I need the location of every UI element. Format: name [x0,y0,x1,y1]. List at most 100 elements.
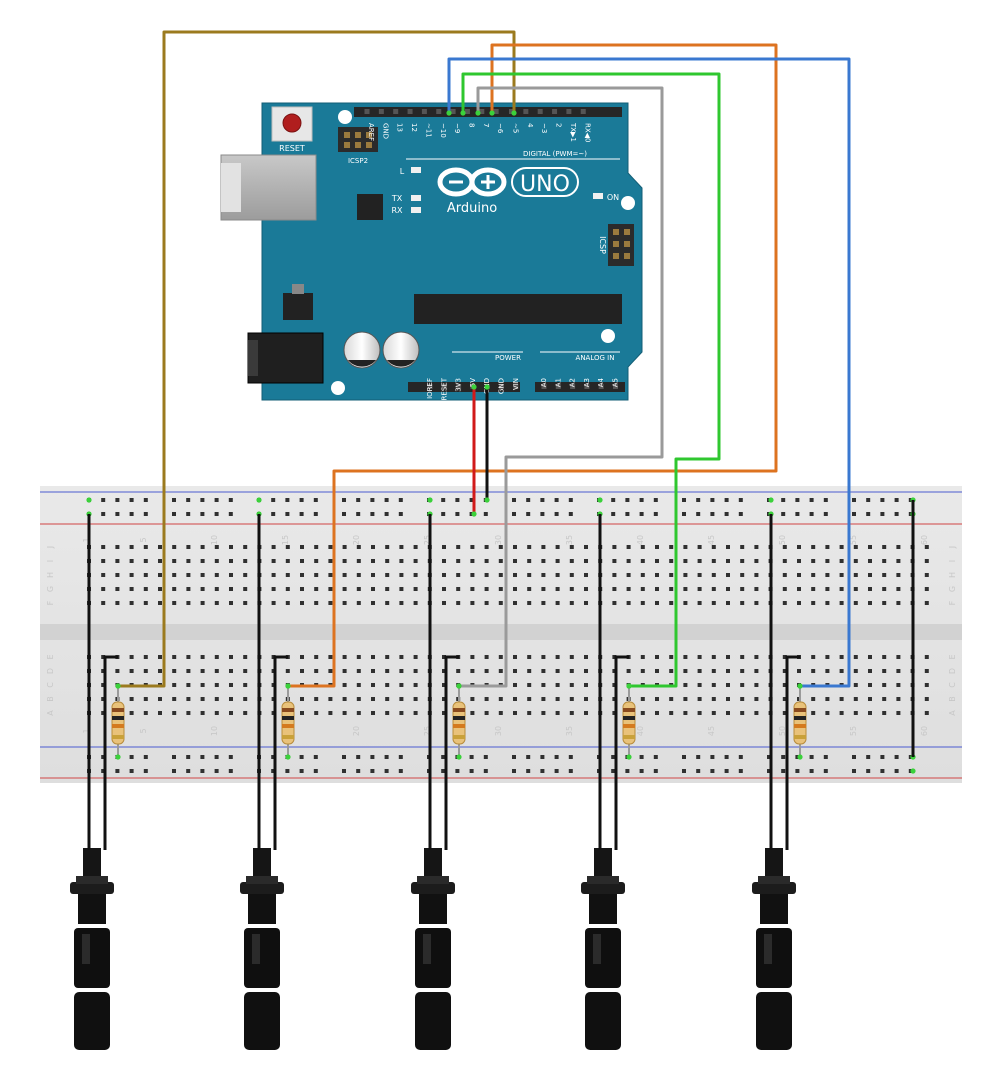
digital-pin[interactable] [493,109,499,114]
breadboard-hole [853,559,858,563]
power-pin[interactable] [513,384,519,389]
breadboard-hole [825,711,830,715]
rail-hole [781,512,786,516]
breadboard-hole [328,697,333,701]
breadboard-hole [924,559,929,563]
digital-pin[interactable] [537,109,543,114]
power-pin[interactable] [456,384,462,389]
rail-hole [455,498,460,502]
connected-hole [910,768,916,774]
rail-hole [285,498,290,502]
breadboard-hole [356,559,361,563]
breadboard-hole [626,601,631,605]
rail-hole [639,512,644,516]
digital-pin-label: 4 [526,123,534,128]
breadboard-hole [541,573,546,577]
breadboard-hole [413,669,418,673]
digital-pin-label: RX◀0 [583,123,591,143]
rail-hole [894,512,899,516]
breadboard-hole [797,573,801,577]
breadboard-hole [186,711,191,715]
breadboard-hole [285,573,290,577]
breadboard-hole [470,545,475,549]
breadboard-hole [697,669,702,673]
breadboard-hole [229,559,233,563]
analog-pin[interactable] [570,384,576,389]
digital-pin[interactable] [479,109,485,114]
icsp2-pin [344,142,350,148]
breadboard-hole [470,697,475,701]
digital-pin[interactable] [378,109,384,114]
rail-hole [554,512,559,516]
breadboard-hole [853,697,858,701]
rail-hole [738,769,743,773]
digital-pin[interactable] [421,109,427,114]
digital-pin[interactable] [436,109,442,114]
breadboard-hole [200,683,205,687]
breadboard-hole [101,601,106,605]
rail-hole [795,769,800,773]
breadboard-hole [314,559,319,563]
column-number: 25 [423,726,432,736]
digital-pin[interactable] [552,109,558,114]
breadboard-hole [697,711,702,715]
digital-pin[interactable] [364,109,370,114]
digital-pin[interactable] [523,109,529,114]
breadboard-hole [825,545,830,549]
rail-hole [228,769,233,773]
digital-pin[interactable] [566,109,572,114]
digital-pin[interactable] [407,109,413,114]
rail-hole [483,755,488,759]
breadboard-hole [726,697,730,701]
breadboard-hole [853,669,858,673]
float-sensors [70,848,796,1050]
breadboard-hole [683,669,688,673]
digital-pin[interactable] [464,109,470,114]
rail-hole [682,755,686,759]
breadboard-hole [143,573,148,577]
power-pin[interactable] [499,384,504,389]
analog-pin[interactable] [541,384,547,389]
rail-hole [852,769,856,773]
breadboard-hole [754,587,759,591]
breadboard-hole [498,697,503,701]
power-pin[interactable] [427,384,433,389]
breadboard-hole [129,601,134,605]
rail-hole [866,498,871,502]
icsp2-pin [355,132,361,138]
breadboard-hole [825,669,830,673]
breadboard-hole [513,559,517,563]
rail-hole [639,755,644,759]
breadboard-hole [456,601,461,605]
breadboard-hole [385,559,390,563]
rail-hole [356,512,361,516]
digital-pin[interactable] [393,109,399,114]
digital-pin-label: GND [381,123,389,139]
breadboard-hole [470,573,475,577]
uno-label: UNO [520,172,570,197]
power-pin[interactable] [441,384,447,389]
digital-pin[interactable] [450,109,456,114]
wire-endpoint [797,683,803,689]
breadboard-hole [669,697,674,701]
rail-hole [639,769,644,773]
column-number: 45 [707,726,716,736]
digital-pin-label: ~6 [496,123,504,134]
analog-pin[interactable] [584,384,590,389]
breadboard-hole [172,711,177,715]
breadboard-hole [669,669,674,673]
breadboard-hole [328,711,333,715]
breadboard-hole [697,559,702,563]
led-l [411,167,421,173]
digital-pin[interactable] [509,109,514,114]
rail-hole [441,498,446,502]
breadboard-hole [541,655,546,659]
analog-pin[interactable] [598,384,604,389]
rail-hole [398,498,403,502]
reset-button[interactable] [282,113,302,133]
row-letter: H [948,572,957,578]
analog-pin[interactable] [613,384,618,389]
analog-pin[interactable] [555,384,561,389]
digital-pin[interactable] [580,109,586,114]
breadboard-hole [740,587,745,591]
